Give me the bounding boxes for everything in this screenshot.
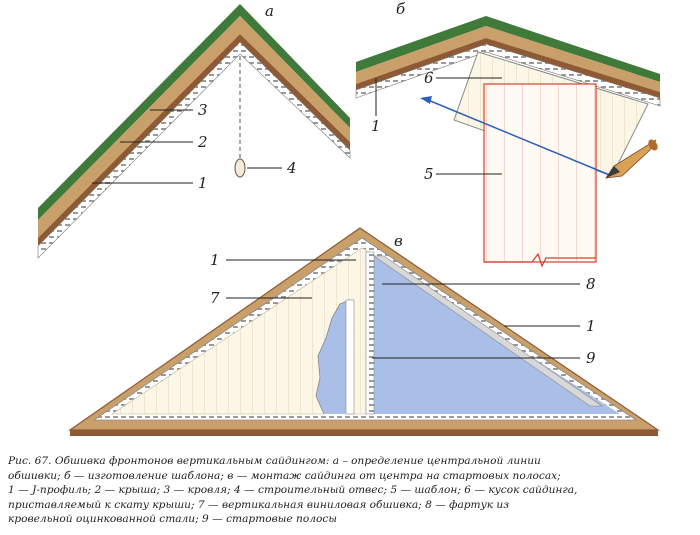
marking-line <box>427 99 613 177</box>
figure-caption: Рис. 67. Обшивка фронтонов вертикальным … <box>8 454 692 527</box>
gable-base-band <box>70 430 658 436</box>
roof-brown-b <box>356 38 660 98</box>
arrow-head-icon <box>420 96 432 104</box>
caption-line: обшивки; б — изготовление шаблона; в — м… <box>8 469 561 482</box>
panel-c-letter: в <box>394 232 403 250</box>
template-sheet <box>483 83 597 263</box>
label-a4: 4 <box>286 159 297 177</box>
label-c8: 8 <box>586 275 596 293</box>
flashing-apron <box>373 255 603 407</box>
caption-line: 1 — J-профиль; 2 — крыша; 3 — кровля; 4 … <box>8 484 578 497</box>
j-profile-a <box>37 41 351 259</box>
panel-b-letter: б <box>396 0 406 18</box>
label-b1: 1 <box>371 117 381 135</box>
roof-green-edge-b <box>356 16 660 82</box>
panel-b: б 1 6 5 <box>355 0 661 268</box>
label-c1-left: 1 <box>210 251 220 269</box>
pencil-icon <box>605 139 658 179</box>
panel-a-letter: а <box>265 2 274 20</box>
template-tear <box>484 252 596 268</box>
label-a3: 3 <box>198 101 208 119</box>
label-c9: 9 <box>586 349 596 367</box>
panel-c: в 1 7 8 1 9 <box>68 227 660 436</box>
j-profile-b <box>355 43 661 107</box>
label-b6: 6 <box>424 69 434 87</box>
label-c1-right: 1 <box>586 317 596 335</box>
panel-a: а 3 2 1 4 <box>37 2 351 259</box>
label-b5: 5 <box>424 165 434 183</box>
caption-line: приставляемый к скату крыши; 7 — вертика… <box>8 498 510 511</box>
starter-strip-left <box>345 299 355 415</box>
caption-line: Рис. 67. Обшивка фронтонов вертикальным … <box>8 455 541 467</box>
gable-siding-diagram: а 3 2 1 4 б 1 6 5 <box>37 0 661 436</box>
label-a1: 1 <box>198 174 208 192</box>
caption-line: кровельной оцинкованной стали; 9 — старт… <box>8 513 337 526</box>
plumb-bob-icon <box>234 158 246 178</box>
starter-strip-center <box>365 251 375 415</box>
label-c7: 7 <box>210 289 220 307</box>
roof-wood-b <box>356 26 660 92</box>
label-a2: 2 <box>197 133 208 151</box>
siding-rough-edge <box>315 299 351 415</box>
